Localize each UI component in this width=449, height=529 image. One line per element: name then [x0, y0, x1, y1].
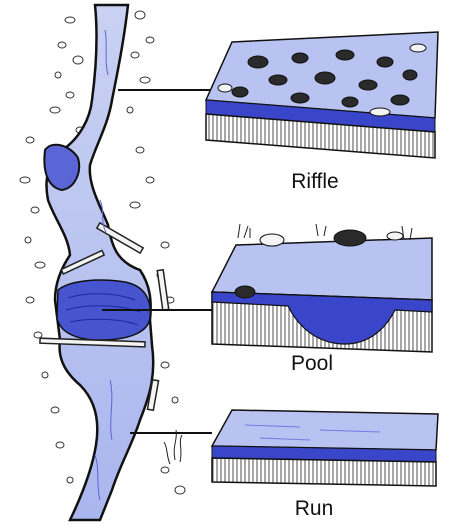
run-block: [212, 410, 438, 486]
stream-channel: [20, 5, 185, 520]
bank-plant: [164, 430, 182, 464]
riffle-block: [206, 32, 438, 158]
run-label: Run: [254, 497, 374, 521]
side-pool: [44, 145, 79, 190]
riffle-label: Riffle: [255, 170, 375, 194]
pool-block: [212, 224, 432, 352]
pool-label: Pool: [252, 352, 372, 376]
